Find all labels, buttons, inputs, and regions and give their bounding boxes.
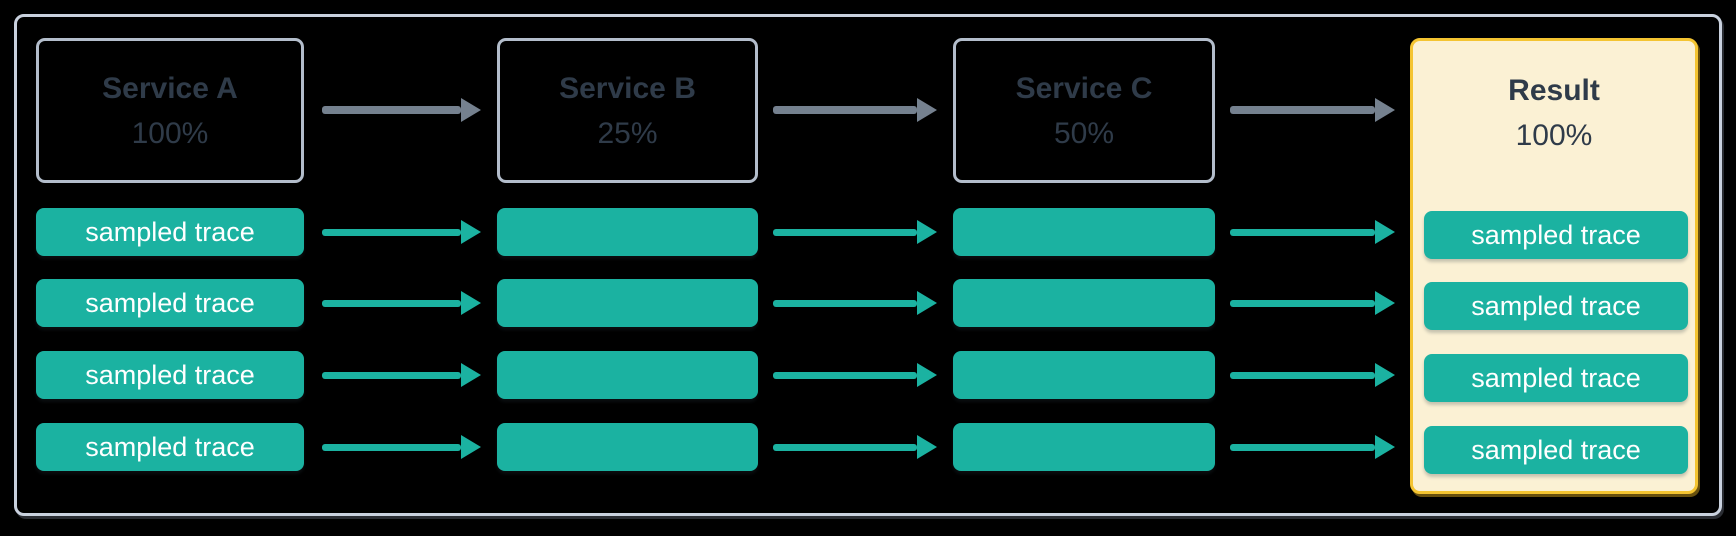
- arrow-head: [1375, 291, 1395, 315]
- arrow-head: [1375, 98, 1395, 122]
- trace-bar: [497, 208, 758, 256]
- result-rate: 100%: [1515, 119, 1593, 152]
- arrow-right-icon: [322, 98, 481, 122]
- trace-bar-label: sampled trace: [85, 431, 255, 462]
- trace-bar: sampled trace: [36, 351, 304, 399]
- arrow-shaft: [322, 371, 461, 379]
- arrow-head: [461, 435, 481, 459]
- arrow-shaft: [773, 228, 917, 236]
- trace-bar-label: sampled trace: [1471, 362, 1641, 393]
- trace-bar: [497, 279, 758, 327]
- arrow-head: [461, 363, 481, 387]
- trace-bar-label: sampled trace: [85, 287, 255, 318]
- service-a-rate: 100%: [131, 116, 209, 150]
- arrow-head: [1375, 363, 1395, 387]
- outer-frame: [14, 14, 1722, 516]
- arrow-shaft: [322, 106, 461, 114]
- arrow-right-icon: [773, 435, 937, 459]
- trace-bar: sampled trace: [36, 279, 304, 327]
- result-box: Result 100% sampled trace sampled trace …: [1410, 38, 1698, 494]
- arrow-shaft: [1230, 299, 1375, 307]
- arrow-right-icon: [773, 98, 937, 122]
- arrow-head: [461, 291, 481, 315]
- arrow-shaft: [1230, 106, 1375, 114]
- arrow-right-icon: [322, 435, 481, 459]
- service-a-box: Service A 100%: [36, 38, 304, 183]
- arrow-right-icon: [773, 291, 937, 315]
- arrow-shaft: [773, 106, 917, 114]
- arrow-right-icon: [322, 363, 481, 387]
- service-b-title: Service B: [559, 71, 696, 105]
- trace-bar-label: sampled trace: [85, 216, 255, 247]
- arrow-head: [461, 98, 481, 122]
- arrow-shaft: [1230, 228, 1375, 236]
- arrow-right-icon: [773, 220, 937, 244]
- trace-bar: sampled trace: [1424, 211, 1688, 259]
- result-title: Result: [1508, 74, 1600, 107]
- trace-bar: [953, 423, 1215, 471]
- arrow-head: [917, 435, 937, 459]
- trace-bar: [953, 351, 1215, 399]
- trace-bar-label: sampled trace: [1471, 434, 1641, 465]
- service-a-title: Service A: [102, 71, 238, 105]
- arrow-right-icon: [322, 291, 481, 315]
- arrow-shaft: [1230, 371, 1375, 379]
- arrow-head: [1375, 220, 1395, 244]
- result-header: Result 100%: [1413, 41, 1695, 158]
- trace-bar: [497, 423, 758, 471]
- trace-bar: sampled trace: [1424, 426, 1688, 474]
- service-c-title: Service C: [1015, 71, 1153, 105]
- service-b-box: Service B 25%: [497, 38, 758, 183]
- trace-bar: [953, 208, 1215, 256]
- trace-bar: sampled trace: [36, 208, 304, 256]
- arrow-head: [917, 220, 937, 244]
- service-c-box: Service C 50%: [953, 38, 1215, 183]
- arrow-shaft: [773, 371, 917, 379]
- trace-bar: sampled trace: [1424, 354, 1688, 402]
- service-b-rate: 25%: [597, 116, 658, 150]
- service-c-rate: 50%: [1053, 116, 1115, 150]
- trace-bar-label: sampled trace: [1471, 219, 1641, 250]
- arrow-right-icon: [1230, 220, 1395, 244]
- arrow-right-icon: [1230, 435, 1395, 459]
- arrow-head: [917, 98, 937, 122]
- arrow-right-icon: [1230, 363, 1395, 387]
- trace-bar: [497, 351, 758, 399]
- trace-bar: sampled trace: [36, 423, 304, 471]
- arrow-shaft: [322, 443, 461, 451]
- arrow-head: [917, 363, 937, 387]
- trace-bar: sampled trace: [1424, 282, 1688, 330]
- arrow-head: [917, 291, 937, 315]
- arrow-right-icon: [773, 363, 937, 387]
- arrow-shaft: [1230, 443, 1375, 451]
- arrow-head: [461, 220, 481, 244]
- arrow-shaft: [773, 443, 917, 451]
- arrow-head: [1375, 435, 1395, 459]
- arrow-shaft: [322, 228, 461, 236]
- arrow-right-icon: [1230, 98, 1395, 122]
- arrow-right-icon: [322, 220, 481, 244]
- arrow-shaft: [773, 299, 917, 307]
- trace-bar: [953, 279, 1215, 327]
- arrow-shaft: [322, 299, 461, 307]
- trace-bar-label: sampled trace: [1471, 290, 1641, 321]
- arrow-right-icon: [1230, 291, 1395, 315]
- trace-bar-label: sampled trace: [85, 359, 255, 390]
